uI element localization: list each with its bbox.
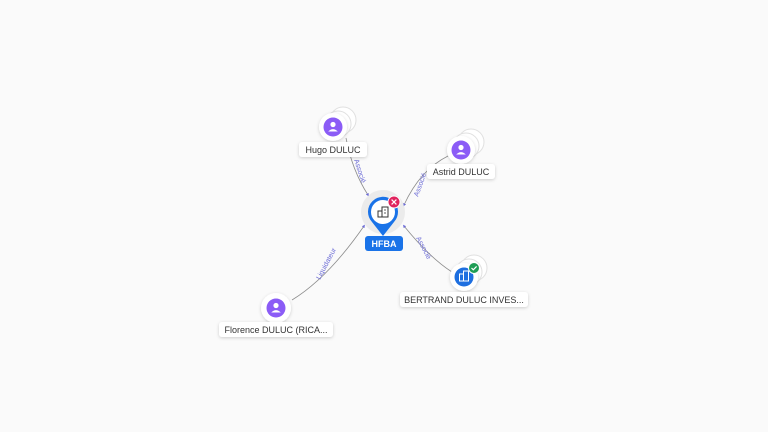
person-icon [266,298,286,318]
node-center-hfba[interactable]: HFBA [361,190,405,251]
edge-florence[interactable] [291,224,365,301]
person-icon [451,140,471,160]
node-florence[interactable]: Florence DULUC (RICA... [219,293,333,337]
node-hugo[interactable]: Hugo DULUC [299,106,367,157]
node-label-florence: Florence DULUC (RICA... [224,325,327,335]
node-bertrand[interactable]: BERTRAND DULUC INVES... [400,254,528,307]
node-label-astrid: Astrid DULUC [433,167,490,177]
building-icon [454,267,474,287]
node-label-hugo: Hugo DULUC [305,145,361,155]
person-icon [323,117,343,137]
edge-astrid[interactable] [403,155,449,207]
edge-label-florence: Liquidateur [316,246,339,280]
center-label: HFBA [372,239,397,249]
edge-label-hugo: Associé [352,158,366,184]
building-icon [377,206,389,218]
edge-bertrand[interactable] [402,224,453,273]
node-astrid[interactable]: Astrid DULUC [427,128,495,179]
node-label-bertrand: BERTRAND DULUC INVES... [404,295,524,305]
edge-label-bertrand: Associé [414,236,432,261]
check-icon [468,262,480,274]
close-icon [387,195,401,209]
